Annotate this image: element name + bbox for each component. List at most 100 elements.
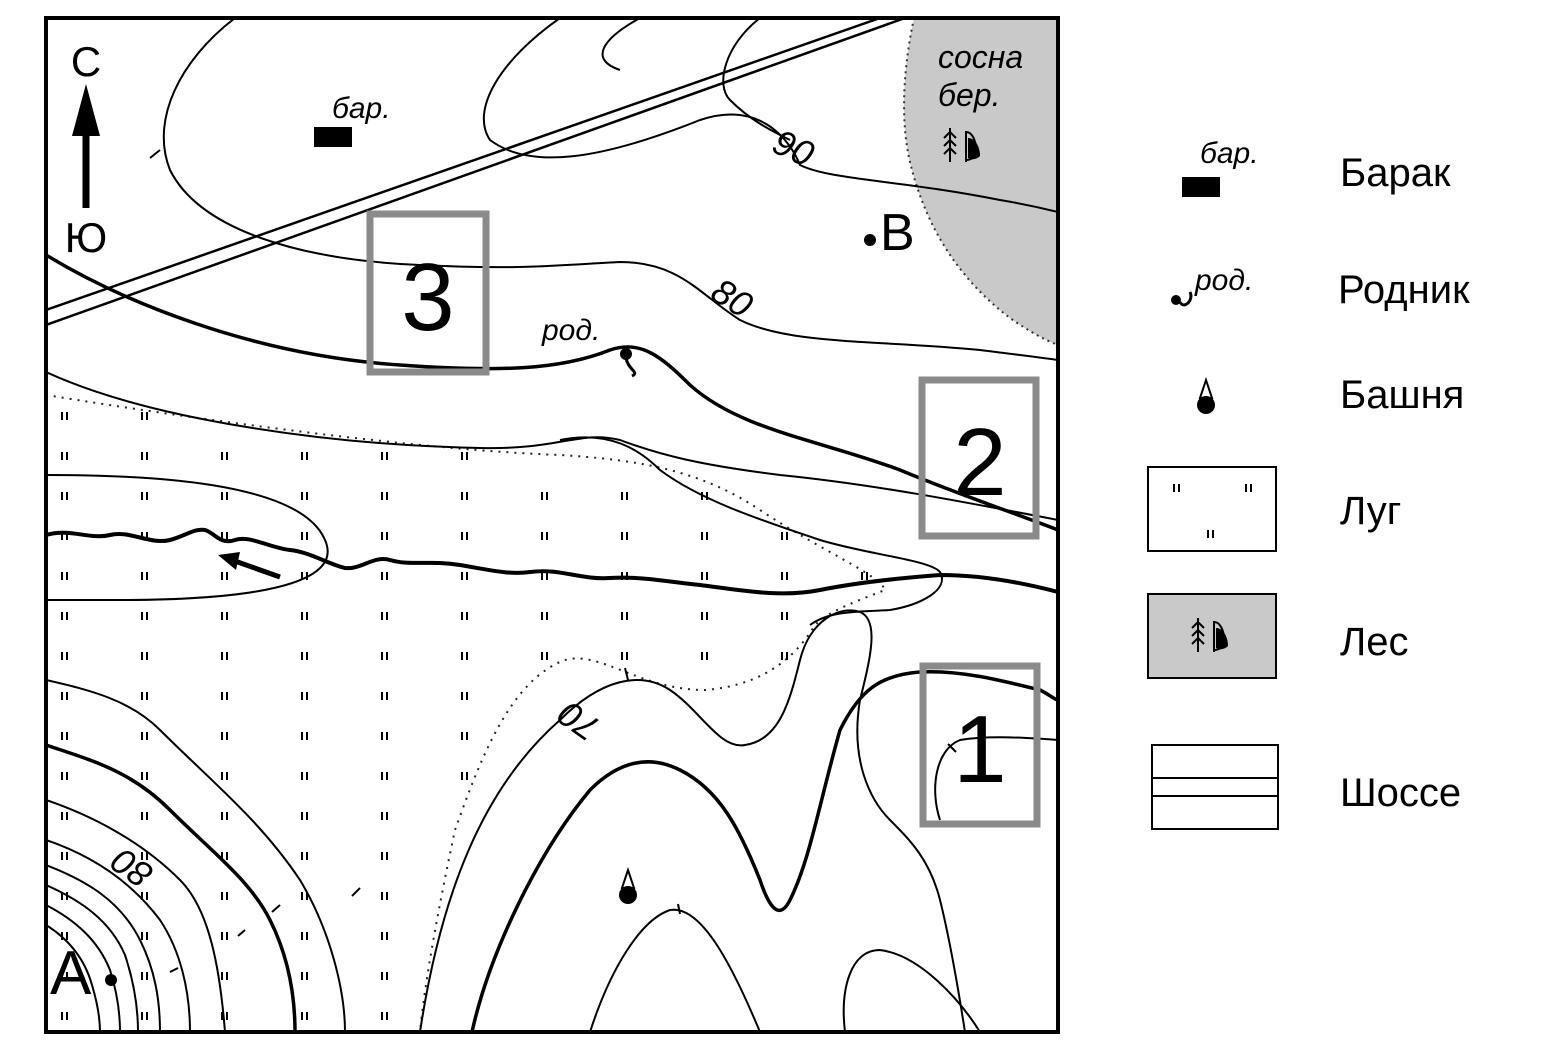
contour-sw-4 bbox=[46, 839, 191, 1032]
legend-item-barrack: бар. Барак bbox=[1182, 137, 1451, 197]
meadow-mark bbox=[301, 692, 308, 700]
river-oxbow bbox=[46, 474, 329, 602]
contour-north-top bbox=[601, 18, 641, 71]
meadow-mark bbox=[461, 732, 468, 740]
meadow-mark bbox=[461, 572, 468, 580]
contour-label-80: 80 bbox=[704, 270, 760, 326]
spring-icon bbox=[620, 348, 637, 378]
meadow-mark bbox=[61, 652, 68, 660]
contour-sw-6 bbox=[46, 884, 139, 1032]
meadow-mark bbox=[541, 572, 548, 580]
meadow-marks bbox=[61, 412, 868, 1020]
meadow-mark bbox=[301, 532, 308, 540]
meadow-mark bbox=[141, 1012, 148, 1020]
meadow-mark bbox=[301, 892, 308, 900]
meadow-mark bbox=[141, 812, 148, 820]
contour-north-outer bbox=[162, 18, 1058, 361]
contour-sw-5 bbox=[46, 864, 161, 1032]
barrack-icon bbox=[314, 127, 352, 147]
legend-item-tower: Башня bbox=[1197, 373, 1464, 417]
contour-sw-3 bbox=[46, 799, 226, 1032]
contour-north-inner bbox=[722, 18, 791, 141]
slope-ticks bbox=[149, 149, 957, 973]
contour-river-east bbox=[559, 436, 943, 626]
area-3: 3 bbox=[366, 210, 490, 376]
legend-highway-icon bbox=[1151, 744, 1279, 830]
legend-highway-label: Шоссе bbox=[1340, 771, 1461, 815]
meadow-mark bbox=[141, 972, 148, 980]
meadow-mark bbox=[61, 692, 68, 700]
contour-south-70 bbox=[419, 609, 966, 1032]
legend: бар. Барак род. Родник Башня bbox=[1147, 137, 1470, 830]
map-area: бар. род. сосна бер. 90 80 70 80 В А bbox=[46, 18, 1058, 1032]
meadow-mark bbox=[461, 532, 468, 540]
meadow-mark bbox=[381, 932, 388, 940]
forest-label-birch: бер. bbox=[938, 77, 1000, 113]
legend-item-meadow: Луг bbox=[1147, 466, 1401, 552]
meadow-mark bbox=[381, 492, 388, 500]
meadow-boundary bbox=[46, 394, 887, 1032]
meadow-mark bbox=[381, 572, 388, 580]
meadow-mark bbox=[141, 412, 148, 420]
meadow-mark bbox=[221, 572, 228, 580]
legend-meadow-label: Луг bbox=[1340, 489, 1401, 533]
contour-label-70: 70 bbox=[551, 693, 607, 750]
meadow-mark bbox=[61, 812, 68, 820]
meadow-mark bbox=[141, 652, 148, 660]
forest-symbol-icon bbox=[943, 128, 980, 162]
meadow-mark bbox=[301, 1012, 308, 1020]
area-2: 2 bbox=[918, 376, 1040, 540]
river bbox=[46, 527, 1058, 596]
meadow-mark bbox=[301, 852, 308, 860]
meadow-mark bbox=[301, 652, 308, 660]
legend-item-spring: род. Родник bbox=[1171, 264, 1470, 312]
meadow-mark bbox=[301, 772, 308, 780]
meadow-mark bbox=[461, 692, 468, 700]
meadow-mark bbox=[221, 732, 228, 740]
meadow-mark bbox=[221, 932, 228, 940]
legend-item-highway: Шоссе bbox=[1151, 744, 1461, 830]
point-b-label: В bbox=[880, 204, 915, 262]
contour-north-90 bbox=[482, 18, 1058, 213]
north-arrow-icon: С Ю bbox=[65, 38, 107, 261]
legend-spring-label: Родник bbox=[1338, 268, 1470, 312]
area-1: 1 bbox=[919, 662, 1041, 828]
meadow-mark bbox=[381, 892, 388, 900]
meadow-mark bbox=[61, 492, 68, 500]
meadow-mark bbox=[221, 692, 228, 700]
meadow-mark bbox=[381, 1012, 388, 1020]
legend-barrack-label: Барак bbox=[1340, 151, 1451, 195]
meadow-mark bbox=[381, 852, 388, 860]
meadow-mark bbox=[461, 492, 468, 500]
meadow-mark bbox=[141, 612, 148, 620]
legend-tower-icon bbox=[1197, 376, 1215, 414]
contour-north-lower bbox=[46, 371, 1058, 521]
meadow-mark bbox=[141, 492, 148, 500]
legend-forest-label: Лес bbox=[1340, 620, 1409, 664]
meadow-mark bbox=[781, 572, 788, 580]
meadow-mark bbox=[61, 572, 68, 580]
contour-sw-index bbox=[46, 743, 297, 1032]
meadow-mark bbox=[141, 772, 148, 780]
contour-south-inner bbox=[589, 908, 761, 1032]
meadow-mark bbox=[221, 812, 228, 820]
meadow-mark bbox=[381, 532, 388, 540]
legend-spring-icon bbox=[1171, 291, 1193, 307]
point-a-label: А bbox=[50, 939, 92, 1008]
point-a-marker bbox=[105, 974, 117, 986]
meadow-mark bbox=[621, 492, 628, 500]
meadow-mark bbox=[701, 572, 708, 580]
meadow-mark bbox=[861, 572, 868, 580]
meadow-mark bbox=[461, 772, 468, 780]
area-2-label: 2 bbox=[953, 409, 1006, 516]
meadow-mark bbox=[61, 732, 68, 740]
meadow-mark bbox=[301, 452, 308, 460]
meadow-mark bbox=[381, 812, 388, 820]
meadow-mark bbox=[221, 772, 228, 780]
forest-area bbox=[903, 18, 1058, 347]
map-frame bbox=[44, 16, 1060, 1034]
meadow-mark bbox=[461, 612, 468, 620]
meadow-mark bbox=[541, 532, 548, 540]
meadow-mark bbox=[381, 772, 388, 780]
meadow-mark bbox=[701, 532, 708, 540]
